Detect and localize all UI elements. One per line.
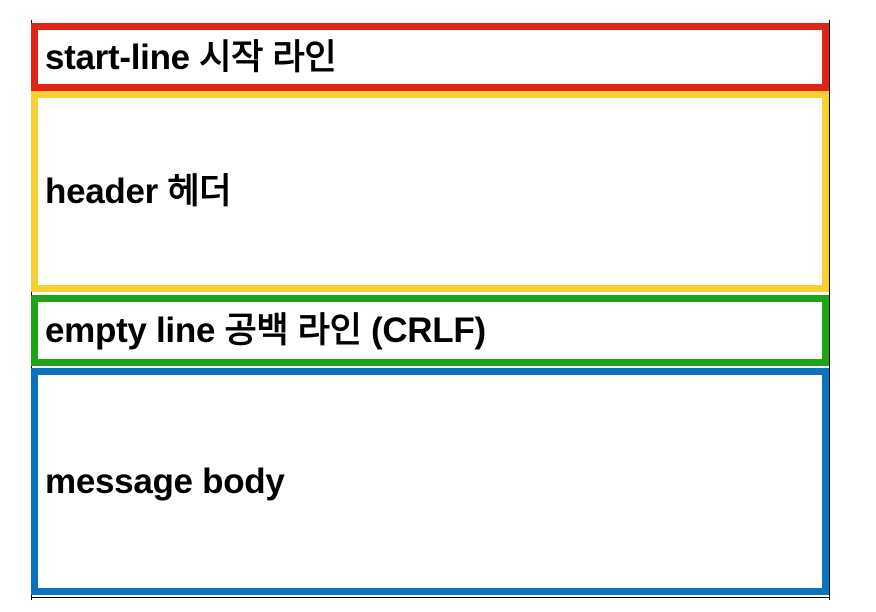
empty-line-label: empty line 공백 라인 (CRLF) bbox=[45, 311, 486, 350]
start-line-section: start-line 시작 라인 bbox=[31, 23, 829, 91]
frame-bottom-line bbox=[31, 597, 830, 598]
empty-line-section: empty line 공백 라인 (CRLF) bbox=[31, 295, 829, 366]
header-label: header 헤더 bbox=[45, 172, 232, 211]
message-body-label: message body bbox=[45, 462, 285, 501]
start-line-label: start-line 시작 라인 bbox=[45, 37, 337, 77]
header-section: header 헤더 bbox=[31, 91, 829, 292]
frame-right-line bbox=[829, 20, 830, 600]
message-body-section: message body bbox=[31, 368, 829, 595]
